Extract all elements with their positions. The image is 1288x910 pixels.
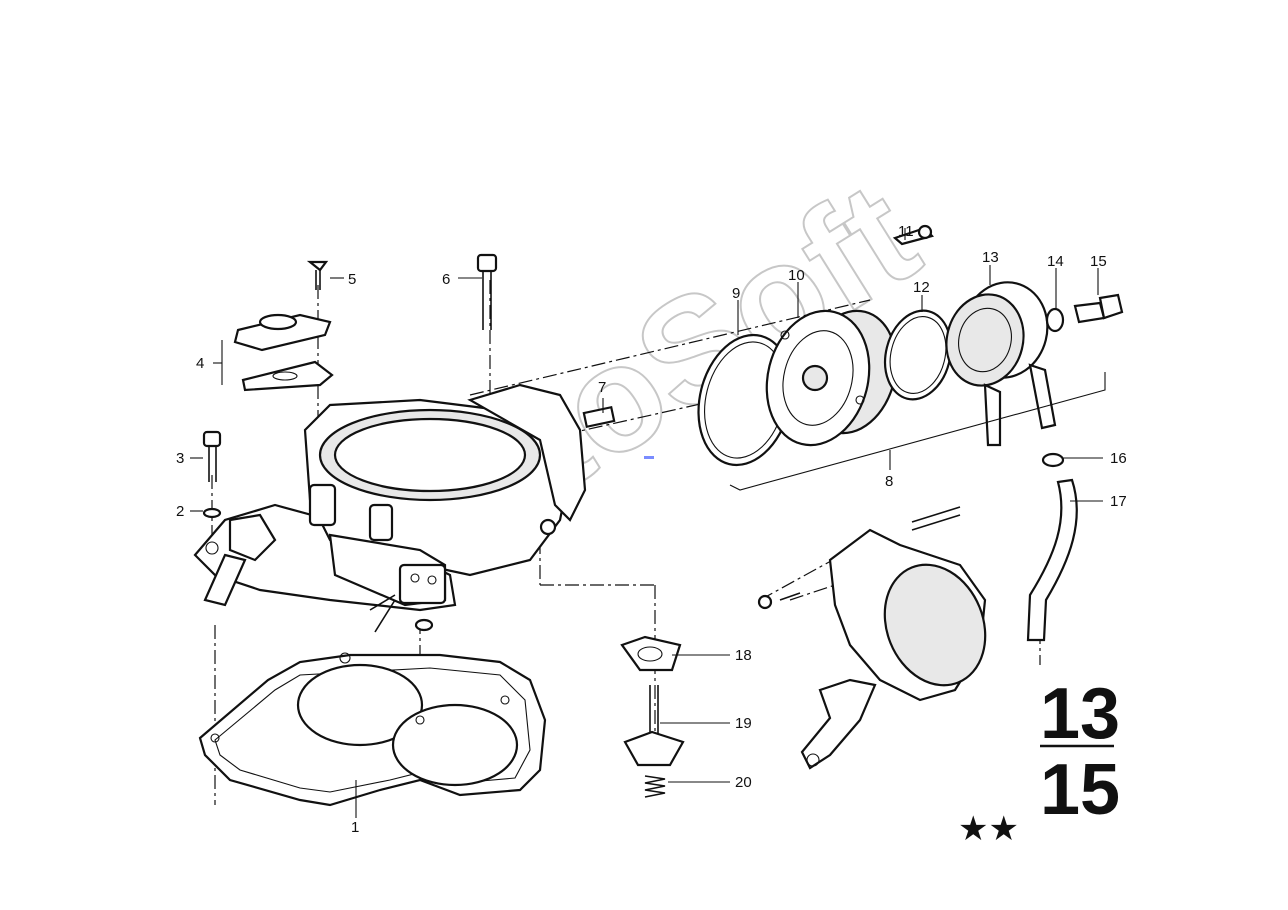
washer-part-14 [1045,307,1065,333]
callout-13: 13 [982,249,999,266]
bolt-part-6 [476,253,498,330]
callout-20: 20 [735,774,752,791]
choke-housing-part-10 [765,309,898,447]
bolt-part-15 [1073,293,1124,324]
hose-part-17 [1026,478,1078,642]
callout-17: 17 [1110,493,1127,510]
screw-part-5 [306,260,329,290]
callout-2: 2 [176,503,184,520]
callout-4: 4 [196,355,204,372]
flange-part-18 [620,635,682,672]
callout-7: 7 [598,379,606,396]
callout-3: 3 [176,450,184,467]
page-number: 13 15 [1040,674,1120,830]
callout-9: 9 [732,285,740,302]
screw-part-11 [892,224,934,246]
plunger-part-19 [623,685,685,767]
vacuum-unit-part [757,506,987,770]
callout-labels: 1 2 3 4 5 6 7 8 9 10 11 12 13 14 15 16 1… [176,223,1127,836]
callout-6: 6 [442,271,450,288]
callout-12: 12 [913,279,930,296]
callout-16: 16 [1110,450,1127,467]
clip-part-16 [1041,452,1065,468]
carburettor-body-part [193,383,587,633]
cover-part-13 [945,281,1057,447]
gasket-plate-part [198,652,547,807]
clip-part-7 [582,405,616,429]
page-number-top: 13 [1040,674,1120,754]
page-number-bottom: 15 [1040,750,1120,830]
callout-11: 11 [898,223,914,240]
callout-10: 10 [788,267,805,284]
callout-1: 1 [351,819,359,836]
callout-8: 8 [885,473,893,490]
callout-18: 18 [735,647,752,664]
washer-part-2 [202,507,222,519]
spring-part-20 [644,775,666,798]
star-rating-marks: ★★ [958,809,1019,849]
leader-lines [190,228,1106,818]
callout-15: 15 [1090,253,1107,270]
callout-14: 14 [1047,253,1064,270]
blue-mark [644,456,654,459]
callout-19: 19 [735,715,752,732]
callout-5: 5 [348,271,356,288]
bolt-part-3 [202,430,222,482]
cover-part-4 [233,313,334,392]
